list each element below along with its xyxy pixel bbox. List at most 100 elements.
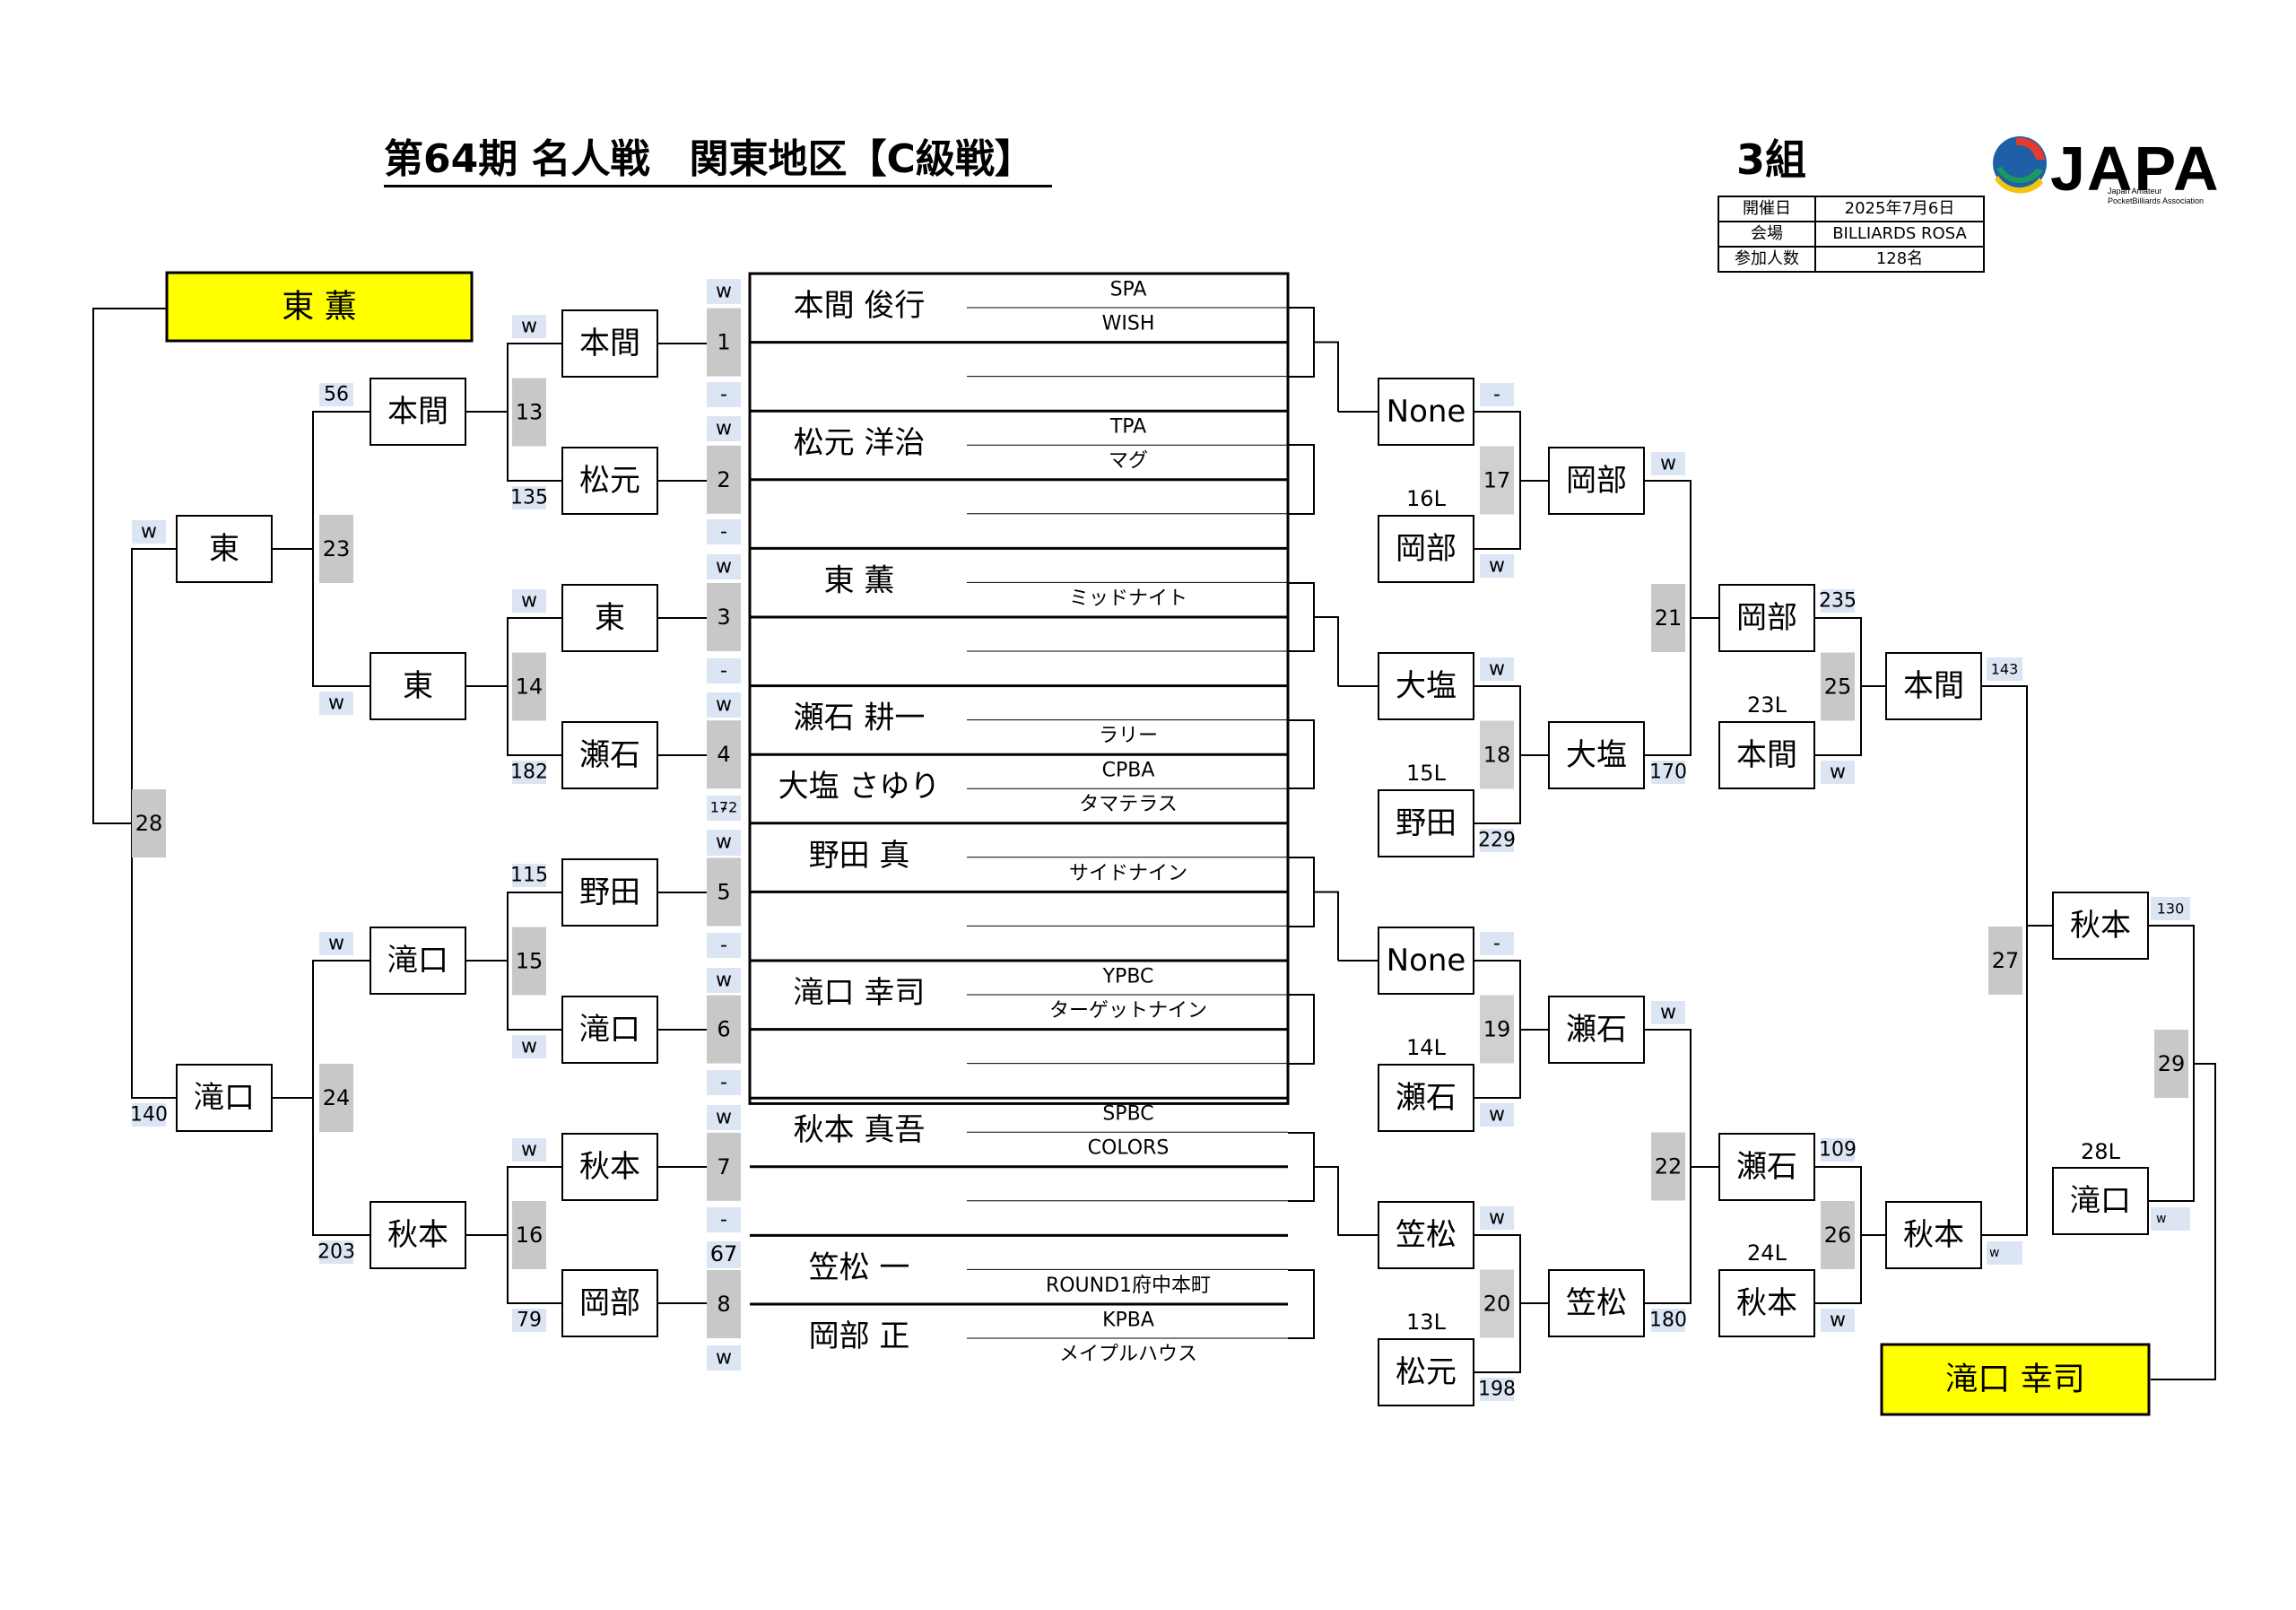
- loser-label: 24L: [1747, 1240, 1787, 1266]
- match-number-cell: [707, 445, 741, 514]
- bracket-line: [92, 308, 167, 824]
- score-cell: [132, 520, 166, 544]
- bracket-line: [1288, 307, 1315, 378]
- seed-mark-text: -: [720, 521, 727, 544]
- player-name-box-text: 大塩: [1396, 668, 1457, 704]
- player-name-box-text: 秋本: [1903, 1217, 1964, 1253]
- bracket-line: [1314, 1166, 1339, 1236]
- bracket-line: [1314, 341, 1339, 412]
- score-text: w: [2156, 1212, 2166, 1226]
- score-text: 79: [517, 1310, 542, 1332]
- match-number-cell: [132, 789, 166, 857]
- match-number-cell: [512, 652, 546, 721]
- score-text: 115: [510, 865, 548, 887]
- player-name-box: [1718, 584, 1815, 652]
- player-club-2: マグ: [1109, 450, 1148, 473]
- logo-wordmark: JAPA: [2050, 134, 2221, 204]
- player-name-box: [176, 515, 273, 583]
- bracket-line: [2151, 1063, 2216, 1380]
- seed-mark-cell: [707, 519, 741, 544]
- score-cell: [1480, 932, 1514, 955]
- player-name-box: [561, 858, 658, 927]
- player-name-box: [561, 1269, 658, 1337]
- match-number-cell: [1651, 584, 1685, 652]
- player-name-box-text: 瀬石: [1396, 1080, 1457, 1116]
- group-label: 3組: [1736, 135, 1807, 184]
- score-cell: [132, 1103, 166, 1127]
- bracket-line: [1288, 1269, 1315, 1339]
- player-club-1: YPBC: [1102, 966, 1154, 988]
- match-number-text: 7: [717, 1154, 730, 1179]
- player-club-1: TPA: [1109, 416, 1146, 439]
- player-club-2: ミッドナイト: [1069, 587, 1187, 610]
- score-text: -: [1493, 384, 1500, 406]
- player-name-box-text: 滝口: [194, 1080, 255, 1116]
- player-name-box-text: 秋本: [1736, 1285, 1797, 1321]
- score-cell: [512, 1035, 546, 1058]
- match-number-text: 2: [717, 467, 730, 492]
- match-number-text: 24: [323, 1085, 351, 1110]
- seed-mark-cell: [707, 796, 741, 821]
- player-club-2: サイドナイン: [1069, 862, 1187, 884]
- score-text: 56: [324, 384, 349, 406]
- player-name-box-text: 岡部: [1566, 463, 1627, 499]
- info-value: 2025年7月6日: [1814, 196, 1985, 222]
- match-number-text: 18: [1483, 743, 1511, 768]
- seed-mark-text: -: [720, 384, 727, 406]
- match-number-text: 4: [717, 742, 730, 767]
- score-cell: [2151, 1207, 2190, 1231]
- match-number-text: 6: [717, 1017, 730, 1042]
- match-number-text: 22: [1655, 1154, 1683, 1179]
- player-name-box-text: 野田: [579, 875, 640, 910]
- player-full-name: 笠松 一: [809, 1249, 910, 1285]
- match-number-cell: [319, 1064, 353, 1132]
- bracket-line: [1288, 1132, 1315, 1202]
- seed-mark-text: w: [716, 694, 732, 717]
- score-cell: [512, 315, 546, 338]
- score-cell: [1480, 554, 1514, 578]
- player-name-box: [561, 584, 658, 652]
- score-cell: [1480, 383, 1514, 406]
- bracket-line: [1288, 582, 1315, 652]
- seed-mark-text: -: [720, 1209, 727, 1231]
- score-cell: [1651, 761, 1685, 784]
- seed-mark-text: w: [716, 831, 732, 854]
- player-name-box: [1885, 1201, 1982, 1269]
- seed-mark-cell: [707, 658, 741, 683]
- player-name-box: [1885, 652, 1982, 720]
- score-cell: [1651, 1309, 1685, 1332]
- player-full-name: 本間 俊行: [794, 288, 926, 324]
- player-name-box: [1378, 789, 1474, 857]
- player-name-box-text: 滝口: [387, 943, 448, 979]
- score-text: 182: [510, 761, 548, 784]
- player-name-box-text: 東: [403, 668, 433, 704]
- match-number-cell: [1821, 652, 1855, 721]
- seed-mark-cell: [707, 830, 741, 855]
- player-full-name: 松元 洋治: [794, 425, 926, 461]
- player-name-box: [561, 721, 658, 789]
- player-club-2: WISH: [1102, 313, 1155, 335]
- match-number-text: 1: [717, 330, 730, 355]
- player-name-box: [1378, 1064, 1474, 1132]
- score-cell: [319, 692, 353, 715]
- score-text: w: [521, 1139, 537, 1162]
- page-title: 第64期 名人戦 関東地区【C級戦】: [384, 135, 1052, 187]
- score-text: w: [328, 933, 344, 955]
- score-cell: [1821, 1309, 1855, 1332]
- champion-left-name: 東 薫: [282, 289, 356, 326]
- match-number-cell: [512, 378, 546, 447]
- bracket-line: [1288, 719, 1315, 789]
- player-full-name: 滝口 幸司: [794, 975, 926, 1011]
- score-text: 180: [1649, 1310, 1687, 1332]
- loser-label: 15L: [1406, 761, 1447, 786]
- player-name-box-text: 野田: [1396, 805, 1457, 841]
- logo-subtitle-line: PocketBilliards Association: [2108, 196, 2205, 205]
- match-number-text: 16: [516, 1223, 544, 1248]
- score-cell: [1480, 1206, 1514, 1230]
- japa-logo-icon: [1993, 136, 2047, 194]
- seed-mark-cell: [707, 1241, 741, 1266]
- seed-mark-cell: [707, 279, 741, 304]
- seed-mark-text: 67: [710, 1241, 738, 1266]
- player-club-1: SPBC: [1102, 1103, 1153, 1126]
